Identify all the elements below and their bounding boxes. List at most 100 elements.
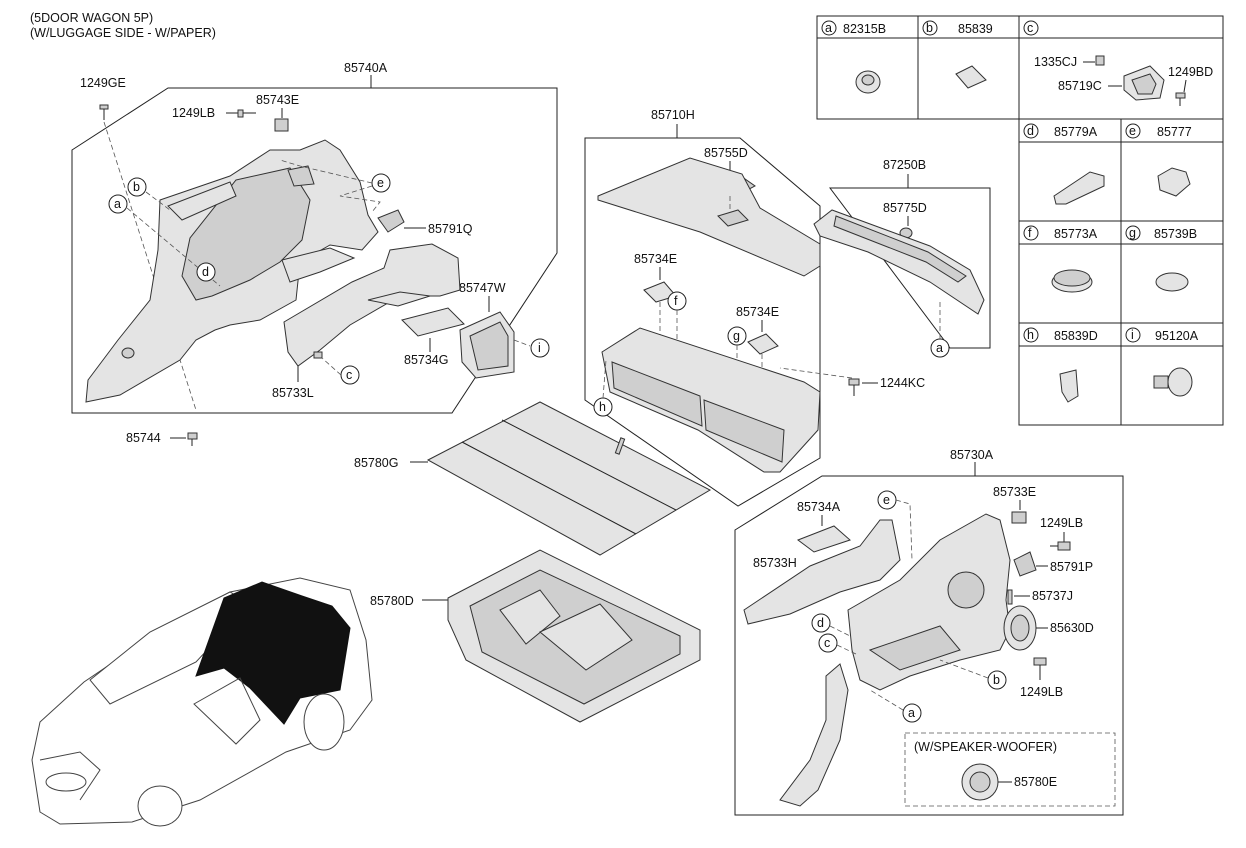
callout-85791P: 85791P	[1050, 560, 1093, 574]
screw-1249GE-icon	[99, 104, 109, 120]
legend-a-icon	[855, 70, 881, 94]
legend-c-sub2: 85719C	[1058, 79, 1102, 93]
callout-85791Q: 85791Q	[428, 222, 473, 236]
legend-b-part: 85839	[958, 22, 993, 36]
legend-e-part: 85777	[1157, 125, 1192, 139]
marker-d-left-label: d	[202, 265, 209, 279]
marker-e-left-label: e	[377, 176, 384, 190]
callout-85733E: 85733E	[993, 485, 1036, 499]
legend-d-letter: d	[1027, 124, 1034, 138]
bracket-85791Q-icon	[377, 209, 405, 233]
legend-b-letter: b	[926, 21, 933, 35]
legend-c-letter: c	[1027, 21, 1033, 35]
callout-85780D: 85780D	[370, 594, 414, 608]
marker-b-right	[987, 670, 1007, 690]
callout-85734E-1: 85734E	[634, 252, 677, 266]
luggage-covering-85780G-icon	[426, 401, 712, 556]
legend-h-part: 85839D	[1054, 329, 1098, 343]
legend-f-letter: f	[1028, 226, 1032, 240]
callout-1249LB-bot: 1249LB	[1020, 685, 1063, 699]
legend-g-part: 85739B	[1154, 227, 1197, 241]
highlighted-trim-area	[195, 581, 351, 725]
marker-e-right-label: e	[883, 493, 890, 507]
trim-85733L-icon	[283, 243, 461, 367]
marker-c-left-label: c	[346, 368, 352, 382]
legend-e-icon	[1157, 167, 1191, 197]
legend-f-marker	[1023, 225, 1039, 241]
marker-i-left	[530, 338, 550, 358]
marker-f-center-label: f	[674, 294, 678, 308]
trim-strip-icon	[779, 663, 849, 807]
marker-a-left-label: a	[114, 197, 121, 211]
luggage-board-85710H-icon	[597, 157, 821, 277]
screw-1244KC-icon	[848, 378, 860, 396]
marker-h-center-label: h	[599, 400, 606, 414]
vehicle-illustration-icon	[31, 577, 373, 827]
callout-85744: 85744	[126, 431, 161, 445]
legend-a-marker	[821, 20, 837, 36]
callout-87250B: 87250B	[883, 158, 926, 172]
pad-85734E-2-icon	[747, 333, 779, 355]
legend-e-letter: e	[1129, 124, 1136, 138]
marker-b-right-label: b	[993, 673, 1000, 687]
group-frame-87250B	[829, 187, 991, 349]
trim-85733H-icon	[743, 519, 901, 625]
callout-85743E: 85743E	[256, 93, 299, 107]
callout-85710H: 85710H	[651, 108, 695, 122]
callout-85775D: 85775D	[883, 201, 927, 215]
legend-e-marker	[1125, 123, 1141, 139]
woofer-option-box	[904, 732, 1116, 807]
legend-i-part: 95120A	[1155, 329, 1199, 343]
clip-85743E-icon	[274, 118, 289, 132]
callout-1249GE: 1249GE	[80, 76, 126, 90]
legend-i-icon	[1153, 367, 1193, 397]
grille-85747W-icon	[459, 311, 515, 379]
callout-1249LB-mid: 1249LB	[1040, 516, 1083, 530]
group-frame-85710H	[584, 137, 821, 507]
callout-85780E: 85780E	[1014, 775, 1057, 789]
diagram-title-line2: (W/LUGGAGE SIDE - W/PAPER)	[30, 26, 216, 40]
legend-g-marker	[1125, 225, 1141, 241]
legend-c-sub1: 1335CJ	[1034, 55, 1077, 69]
marker-b-left	[127, 177, 147, 197]
marker-d-right-label: d	[817, 616, 824, 630]
legend-d-icon	[1053, 171, 1105, 205]
screw-1249LB-icon	[237, 109, 256, 118]
callout-85730A: 85730A	[950, 448, 994, 462]
legend-d-part: 85779A	[1054, 125, 1098, 139]
marker-a-left	[108, 194, 128, 214]
legend-c-marker	[1023, 20, 1039, 36]
transverse-trim-87250B-icon	[813, 209, 985, 315]
woofer-option-note: (W/SPEAKER-WOOFER)	[914, 740, 1057, 754]
marker-b-left-label: b	[133, 180, 140, 194]
callout-85755D: 85755D	[704, 146, 748, 160]
marker-c-right	[818, 633, 838, 653]
luggage-tray-icon	[601, 327, 821, 473]
legend-f-part: 85773A	[1054, 227, 1098, 241]
screw-1249LB-bot-icon	[1033, 657, 1047, 680]
diagram-title-line1: (5DOOR WAGON 5P)	[30, 11, 154, 25]
legend-i-marker	[1125, 327, 1141, 343]
legend-d-marker	[1023, 123, 1039, 139]
marker-a-center-label: a	[936, 341, 943, 355]
marker-d-left	[196, 262, 216, 282]
legend-h-marker	[1023, 327, 1039, 343]
clip-85737J-icon	[1007, 589, 1013, 605]
marker-c-right-label: c	[824, 636, 830, 650]
callout-85747W: 85747W	[459, 281, 506, 295]
legend-a-letter: a	[825, 21, 832, 35]
legend-table	[816, 15, 1224, 426]
marker-d-right	[811, 613, 831, 633]
callout-85630D: 85630D	[1050, 621, 1094, 635]
screw-1249LB-mid-icon	[1050, 541, 1071, 551]
callout-1249LB-top: 1249LB	[172, 106, 215, 120]
legend-c-screw-icon	[1175, 92, 1186, 106]
pad-85734A-icon	[796, 525, 851, 553]
legend-c-icon	[1123, 65, 1165, 101]
marker-a-right	[902, 703, 922, 723]
woofer-85780E-icon	[961, 763, 999, 801]
legend-g-letter: g	[1129, 226, 1136, 240]
group-frame-85740A	[71, 87, 558, 414]
legend-i-letter: i	[1131, 328, 1134, 342]
